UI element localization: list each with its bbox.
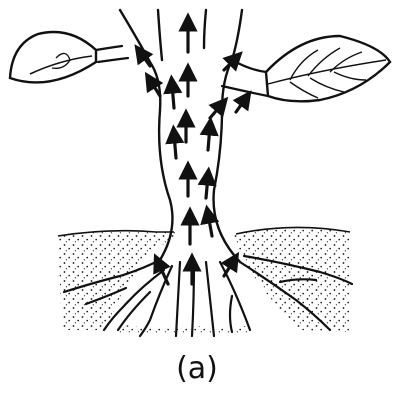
- stem: [120, 10, 242, 262]
- left-leaf: [10, 32, 96, 82]
- right-leaf: [266, 36, 390, 101]
- figure-caption: (a): [0, 352, 394, 386]
- left-branch: [96, 46, 128, 62]
